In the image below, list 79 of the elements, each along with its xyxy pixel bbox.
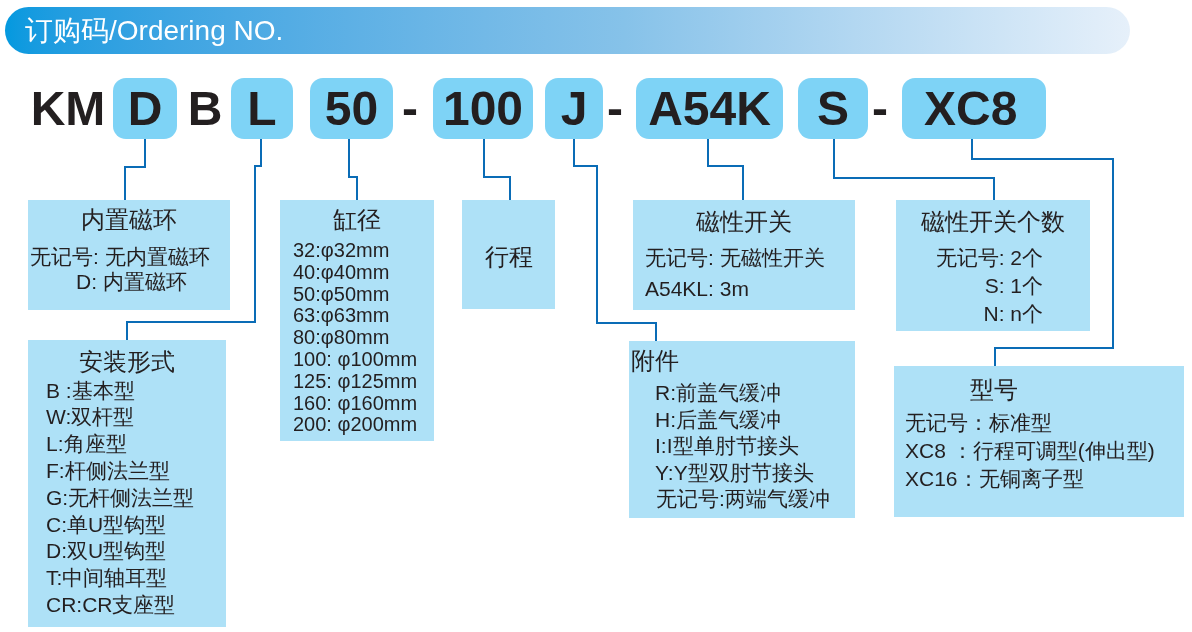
option-text: 125: φ125mm	[293, 370, 418, 393]
option-text: 无记号:两端气缓冲	[656, 486, 830, 513]
option-text: XC16：无铜离子型	[905, 465, 1084, 492]
option-text: N: n个	[983, 300, 1043, 327]
option-text: 63:φ63mm	[293, 305, 390, 328]
box-heading: 内置磁环	[81, 205, 177, 235]
code-text: 50	[324, 82, 379, 135]
option-text: R:前盖气缓冲	[655, 380, 781, 406]
separator-dash: -	[607, 82, 623, 135]
code-segment-box	[902, 78, 1046, 139]
description-box	[280, 200, 434, 441]
code-text: S	[817, 82, 849, 135]
option-text: 40:φ40mm	[293, 261, 390, 284]
connector-line	[833, 138, 995, 201]
option-text: 无记号: 无磁性开关	[645, 245, 825, 271]
option-text: 无记号: 无内置磁环	[30, 244, 210, 269]
connector-line	[573, 138, 657, 342]
option-text: CR:CR支座型	[46, 591, 176, 618]
description-box	[462, 200, 555, 309]
connector-line	[348, 138, 358, 201]
box-heading: 型号	[970, 375, 1018, 405]
connector-line	[124, 138, 146, 201]
connector-line	[707, 138, 744, 201]
option-text: XC8 ：行程可调型(伸出型)	[905, 437, 1155, 464]
option-text: 无记号：标准型	[905, 409, 1052, 436]
code-segment-box	[545, 78, 603, 139]
connector-line	[126, 138, 262, 341]
code-segment-box	[113, 78, 177, 139]
option-text: S: 1个	[984, 272, 1043, 299]
option-text: 无记号: 2个	[935, 245, 1043, 271]
option-text: L:角座型	[46, 431, 127, 458]
description-box	[28, 340, 226, 627]
code-segment-box	[310, 78, 393, 139]
description-box	[28, 200, 230, 310]
option-text: B :基本型	[46, 377, 135, 404]
box-heading: 缸径	[333, 205, 381, 235]
option-text: W:双杆型	[46, 404, 135, 431]
option-text: I:I型单肘节接头	[655, 433, 799, 460]
option-text: F:杆侧法兰型	[46, 457, 170, 484]
option-text: T:中间轴耳型	[46, 565, 168, 592]
connector-line	[971, 138, 1114, 367]
title-text: 订购码/Ordering NO.	[25, 13, 284, 48]
option-text: C:单U型钩型	[46, 511, 167, 538]
code-segment-box	[231, 78, 293, 139]
option-text: D: 内置磁环	[76, 269, 187, 294]
option-text: H:后盖气缓冲	[655, 406, 781, 433]
description-box	[633, 200, 855, 310]
option-text: 160: φ160mm	[293, 392, 418, 415]
option-text: Y:Y型双肘节接头	[655, 459, 814, 486]
code-text: J	[560, 82, 588, 135]
code-letter: B	[187, 82, 223, 135]
code-text: XC8	[924, 82, 1018, 135]
code-segment-box	[798, 78, 868, 139]
model-prefix: KM	[30, 82, 106, 135]
connector-line	[483, 138, 511, 201]
option-text: D:双U型钩型	[46, 538, 167, 565]
box-heading: 磁性开关	[696, 207, 792, 237]
code-text: D	[127, 82, 163, 135]
option-text: 100: φ100mm	[293, 349, 418, 371]
description-box	[629, 341, 855, 518]
option-text: 80:φ80mm	[293, 327, 390, 349]
description-box	[894, 366, 1184, 517]
code-text: A54K	[648, 82, 771, 135]
description-box	[896, 200, 1090, 331]
box-heading: 行程	[484, 241, 533, 272]
code-text: L	[247, 82, 277, 135]
option-text: 200: φ200mm	[293, 414, 418, 437]
option-text: 50:φ50mm	[293, 283, 390, 306]
option-text: A54KL: 3m	[645, 276, 749, 302]
code-segment-box	[433, 78, 533, 139]
separator-dash: -	[402, 82, 418, 135]
box-heading: 附件	[631, 346, 679, 376]
option-text: 32:φ32mm	[293, 240, 390, 262]
box-heading: 磁性开关个数	[921, 207, 1065, 237]
code-text: 100	[442, 82, 524, 135]
code-segment-box	[636, 78, 783, 139]
option-text: G:无杆侧法兰型	[46, 484, 195, 511]
separator-dash: -	[872, 82, 888, 135]
box-heading: 安装形式	[79, 347, 175, 377]
